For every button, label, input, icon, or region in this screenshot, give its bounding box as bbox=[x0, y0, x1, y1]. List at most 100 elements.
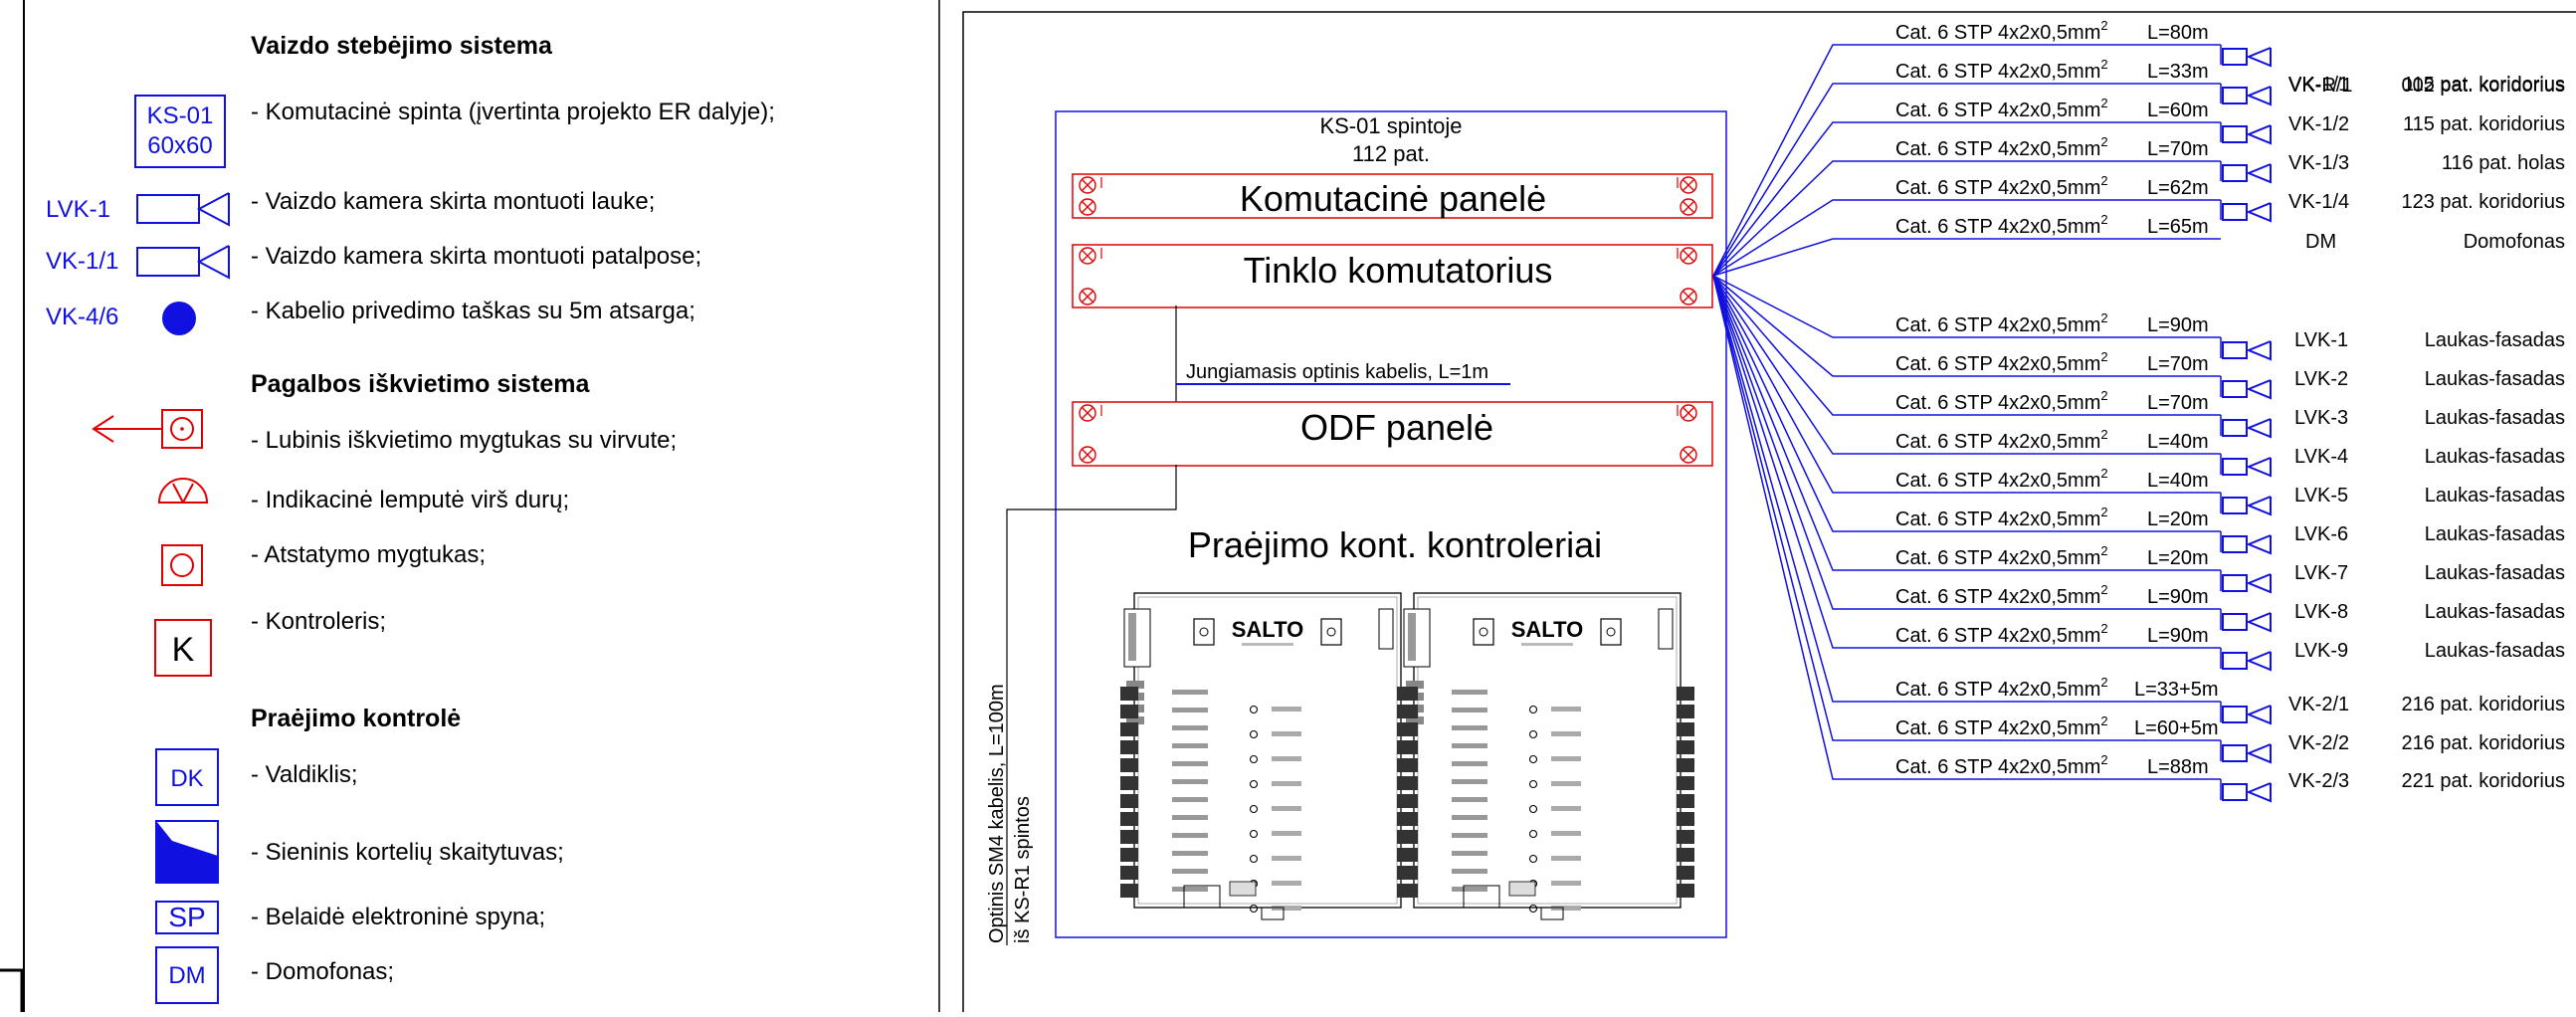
reset-button-description: - Atstatymo mygtukas; bbox=[251, 541, 486, 568]
device-location: 002 pat. koridorius bbox=[2401, 75, 2565, 97]
cable-length: L=70m bbox=[2147, 138, 2209, 160]
incoming-fiber-label: Optinis SM4 kabelis, L=100m bbox=[986, 684, 1008, 943]
device-location: Laukas-fasadas bbox=[2425, 601, 2565, 623]
mount-screw-icon bbox=[1079, 198, 1096, 216]
indoor-camera-icon bbox=[136, 245, 230, 280]
ceiling-call-button-icon bbox=[92, 409, 203, 449]
camera-icon bbox=[2220, 415, 2272, 439]
indoor-camera-description: - Vaizdo kamera skirta montuoti patalpos… bbox=[251, 243, 701, 270]
device-tag: LVK-5 bbox=[2294, 485, 2348, 507]
dm-symbol: DM bbox=[168, 962, 205, 989]
device-tag: LVK-7 bbox=[2294, 562, 2348, 584]
cable-length: L=90m bbox=[2147, 586, 2209, 608]
cabinet-symbol-size: 60x60 bbox=[147, 132, 212, 159]
device-location: 116 pat. holas bbox=[2442, 152, 2565, 174]
device-tag: VK-1/1 bbox=[2288, 74, 2349, 96]
camera-icon bbox=[2220, 779, 2272, 803]
salto-controller: SALTO bbox=[1120, 592, 1415, 920]
ceiling-call-button-description: - Lubinis iškvietimo mygtukas su virvute… bbox=[251, 427, 677, 454]
incoming-fiber-source: iš KS-R1 spintos bbox=[1012, 796, 1034, 943]
patch-panel-label: Komutacinė panelė bbox=[1240, 178, 1546, 219]
cable-length: L=70m bbox=[2147, 353, 2209, 375]
device-location: Laukas-fasadas bbox=[2425, 446, 2565, 468]
cable-length: L=33m bbox=[2147, 61, 2209, 83]
network-switch-label: Tinklo komutatorius bbox=[1244, 250, 1553, 291]
device-location: 115 pat. koridorius bbox=[2403, 74, 2565, 96]
device-tag: DM bbox=[2305, 231, 2336, 253]
camera-icon bbox=[2220, 45, 2272, 68]
controller-brand: SALTO bbox=[1232, 617, 1304, 642]
cable-line bbox=[1712, 275, 2221, 416]
dk-icon: DK bbox=[155, 748, 219, 806]
cable-line bbox=[1712, 275, 2221, 780]
camera-icon bbox=[2220, 122, 2272, 145]
odf-panel-label: ODF panelė bbox=[1300, 407, 1493, 448]
incoming-fiber: Optinis SM4 kabelis, L=100m iš KS-R1 spi… bbox=[986, 465, 1177, 945]
camera-icon bbox=[2220, 570, 2272, 594]
cable-spec: Cat. 6 STP 4x2x0,5mm2 bbox=[1895, 173, 2108, 199]
cable-line bbox=[1712, 275, 2221, 494]
cable-spec: Cat. 6 STP 4x2x0,5mm2 bbox=[1895, 543, 2108, 569]
cable-line bbox=[1712, 275, 2221, 703]
mount-screw-icon bbox=[1680, 288, 1697, 305]
cable-line bbox=[1712, 83, 2221, 277]
cable-spec: Cat. 6 STP 4x2x0,5mm2 bbox=[1895, 752, 2108, 778]
fiber-jumper-label: Jungiamasis optinis kabelis, L=1m bbox=[1186, 361, 1488, 383]
controller-description: - Kontroleris; bbox=[251, 608, 386, 635]
device-location: 216 pat. koridorius bbox=[2401, 732, 2565, 754]
device-tag: VK-2/3 bbox=[2288, 770, 2349, 792]
controllers-title: Praėjimo kont. kontroleriai bbox=[1188, 524, 1602, 565]
dk-description: - Valdiklis; bbox=[251, 761, 358, 788]
cable-row: Cat. 6 STP 4x2x0,5mm2 L=88m bbox=[1895, 752, 2272, 803]
device-location: Laukas-fasadas bbox=[2425, 485, 2565, 507]
cable-line bbox=[1712, 44, 2221, 277]
cabinet-symbol: KS-01 60x60 bbox=[134, 95, 226, 168]
device-tag: LVK-1 bbox=[2294, 329, 2348, 351]
cabinet-symbol-id: KS-01 bbox=[147, 102, 214, 129]
cabinet-description: - Komutacinė spinta (įvertinta projekto … bbox=[251, 99, 775, 125]
controller-brand: SALTO bbox=[1511, 617, 1584, 642]
camera-icon bbox=[2220, 493, 2272, 516]
cable-length: L=65m bbox=[2147, 216, 2209, 238]
mount-screw-icon bbox=[1680, 446, 1697, 464]
device-tag: LVK-2 bbox=[2294, 368, 2348, 390]
cable-length: L=33+5m bbox=[2134, 679, 2219, 701]
camera-icon bbox=[2220, 740, 2272, 764]
cable-spec: Cat. 6 STP 4x2x0,5mm2 bbox=[1895, 212, 2108, 238]
device-location: Domofonas bbox=[2464, 231, 2565, 253]
cable-line bbox=[1712, 121, 2221, 277]
device-location: 115 pat. koridorius bbox=[2403, 113, 2565, 135]
camera-icon bbox=[2220, 376, 2272, 400]
salto-controllers: SALTO SALTO bbox=[1120, 592, 1694, 920]
device-tag: LVK-6 bbox=[2294, 523, 2348, 545]
device-location: Laukas-fasadas bbox=[2425, 640, 2565, 662]
cable-line bbox=[1712, 238, 2221, 277]
card-reader-description: - Sieninis kortelių skaitytuvas; bbox=[251, 839, 564, 866]
mount-screw-icon bbox=[1680, 404, 1697, 422]
mount-screw-icon bbox=[1680, 176, 1697, 194]
patch-panel: Komutacinė panelė bbox=[1072, 173, 1713, 219]
cable-point-tag: VK-4/6 bbox=[46, 304, 118, 330]
device-tag: VK-1/3 bbox=[2288, 152, 2349, 174]
device-tag: VK-2/1 bbox=[2288, 694, 2349, 715]
cable-length: L=88m bbox=[2147, 756, 2209, 778]
device-location: 216 pat. koridorius bbox=[2401, 694, 2565, 715]
device-tag: VK-1/4 bbox=[2288, 191, 2349, 213]
cable-line bbox=[1712, 275, 2221, 377]
cable-length: L=20m bbox=[2147, 508, 2209, 530]
device-location: Laukas-fasadas bbox=[2425, 562, 2565, 584]
cabinet-title: KS-01 spintoje bbox=[1319, 113, 1462, 138]
device-location: Laukas-fasadas bbox=[2425, 407, 2565, 429]
cable-length: L=60m bbox=[2147, 100, 2209, 121]
camera-icon bbox=[2220, 84, 2272, 106]
cable-point-icon bbox=[162, 302, 196, 335]
